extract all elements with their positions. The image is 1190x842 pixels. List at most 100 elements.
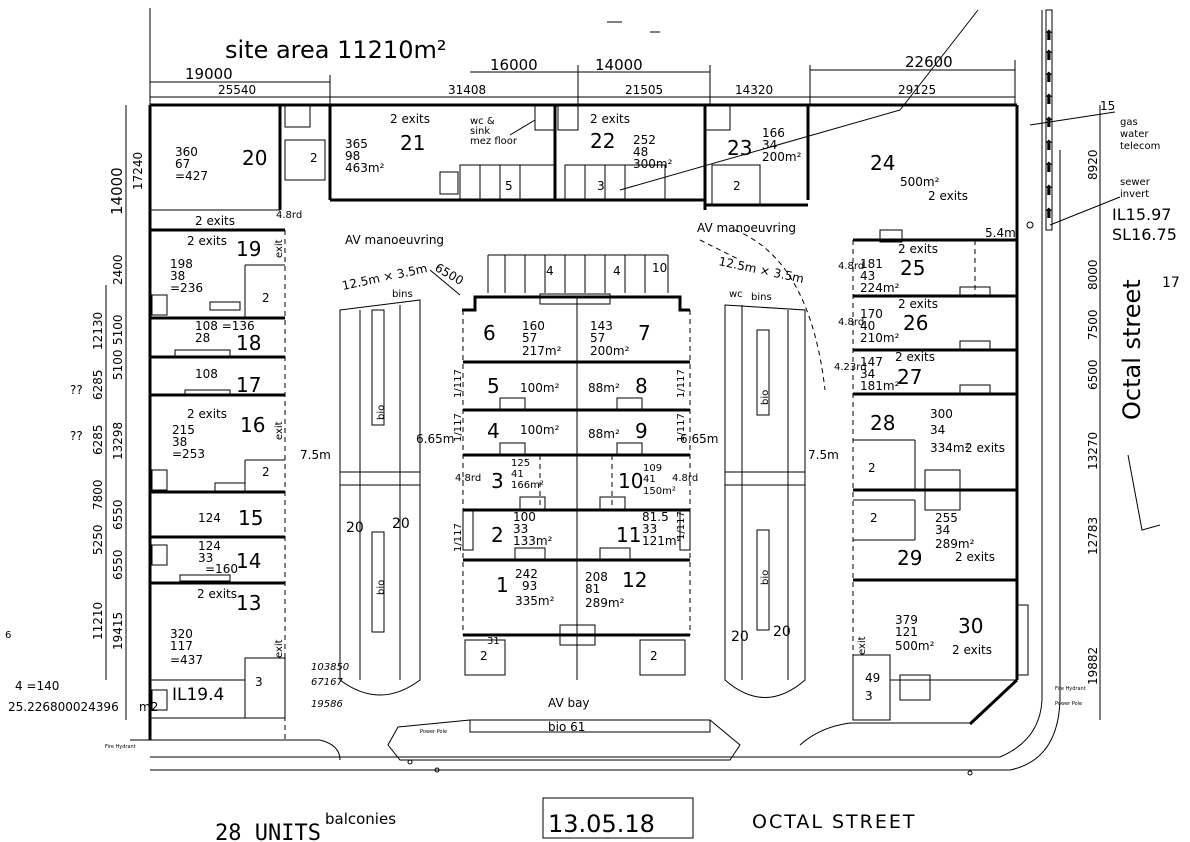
north-arrow [1127, 454, 1161, 531]
unit-14-a: 124 [198, 539, 221, 553]
unit-number-1: 1 [496, 573, 509, 597]
svg-text:bio: bio [376, 405, 387, 420]
svg-text:31: 31 [487, 636, 500, 647]
dim-6550-b: 6550 [111, 549, 125, 580]
left-column-buildings [149, 228, 286, 740]
unit-11-c: 121m² [642, 534, 682, 548]
unit-21-b: 98 [345, 149, 360, 163]
dim-22600: 22600 [905, 53, 953, 71]
unit-number-17: 17 [236, 373, 261, 397]
unit-1-c: 335m² [515, 594, 555, 608]
wc-label: wc [729, 289, 743, 300]
dim-14000: 14000 [595, 56, 643, 74]
unit-17-a: 108 [195, 367, 218, 381]
dim-12130: 12130 [91, 312, 105, 350]
svg-text:20: 20 [731, 629, 749, 645]
unit-6-c: 217m² [522, 344, 562, 358]
width-54: 5.4m [985, 226, 1016, 240]
unit-26-b: 40 [860, 319, 875, 333]
dim-25540: 25540 [218, 83, 256, 97]
svg-text:2 exits: 2 exits [590, 112, 630, 126]
unit-2-b: 33 [513, 522, 528, 536]
unit-number-22: 22 [590, 129, 615, 153]
unit-16-b: 38 [172, 435, 187, 449]
unit-20-a: 360 [175, 145, 198, 159]
svg-text:exit: exit [274, 639, 285, 658]
dim-13298: 13298 [111, 422, 125, 460]
svg-text:2 exits: 2 exits [187, 407, 227, 421]
units-total-label: 28 UNITS [215, 821, 321, 842]
svg-text:3: 3 [865, 689, 873, 703]
parking-numbers: 5 3 2 2 2 2 4 4 10 2 2 2 3 2 3 49 31 [255, 151, 880, 703]
svg-text:exit: exit [274, 421, 285, 440]
av-curve-right [699, 239, 741, 261]
unit-8-a: 88m² [588, 381, 620, 395]
unit-10-a: 109 [643, 463, 662, 474]
octal-street-label: OCTAL STREET [752, 811, 916, 833]
dim-19000: 19000 [185, 65, 233, 83]
wc-sink: wc & [470, 116, 495, 127]
area-19586: 19586 [311, 699, 343, 710]
dim-2400: 2400 [111, 254, 125, 285]
dim-8920: 8920 [1086, 149, 1100, 180]
svg-text:2 exits: 2 exits [895, 350, 935, 364]
unit-2-a: 100 [513, 510, 536, 524]
unit-number-24: 24 [870, 151, 895, 175]
unit-number-20: 20 [242, 146, 267, 170]
unit-number-25: 25 [900, 256, 925, 280]
unit-number-6: 6 [483, 321, 496, 345]
sl-right: SL16.75 [1112, 225, 1177, 244]
svg-text:⬆: ⬆ [1043, 115, 1055, 131]
balconies-label: balconies [325, 810, 396, 828]
unit-3-c: 166m² [511, 480, 544, 491]
unit-28-c: 334m² [930, 441, 970, 455]
unit-28-b: 34 [930, 423, 945, 437]
mez-floor: mez floor [470, 136, 518, 147]
unit-number-9: 9 [635, 419, 648, 443]
site-area-title: site area 11210m² [225, 36, 446, 64]
svg-text:2 exits: 2 exits [898, 297, 938, 311]
sink: sink [470, 126, 490, 137]
bio-strips [319, 299, 970, 761]
unit-3-b: 41 [511, 469, 524, 480]
svg-text:2: 2 [262, 291, 270, 305]
rd-48-b: 4.8rd [455, 473, 481, 484]
dim-12783: 12783 [1086, 517, 1100, 555]
unit-25-c: 224m² [860, 281, 900, 295]
svg-text:exit: exit [274, 239, 285, 258]
unit-7-b: 57 [590, 331, 605, 345]
svg-text:2: 2 [733, 179, 741, 193]
unit-19-a: 198 [170, 257, 193, 271]
svg-text:1/117: 1/117 [453, 523, 464, 552]
av-manoeuvring-right: AV manoeuvring [697, 221, 796, 235]
unit-number-7: 7 [638, 321, 651, 345]
fire-hydrant-right: Fire Hydrant [1055, 686, 1086, 692]
unit-20-b: 67 [175, 157, 190, 171]
service-water: water [1120, 129, 1149, 140]
unit-23-c: 200m² [762, 150, 802, 164]
unit-number-21: 21 [400, 131, 425, 155]
unit-16-a: 215 [172, 423, 195, 437]
unit-number-8: 8 [635, 374, 648, 398]
rd-423: 4.23rd [834, 362, 867, 373]
unit-2-c: 133m² [513, 534, 553, 548]
dim-16000: 16000 [490, 56, 538, 74]
left-dimensions: 14000 17240 2400 12130 5100 5100 6285 62… [5, 105, 145, 720]
svg-text:3: 3 [255, 675, 263, 689]
svg-text:2 exits: 2 exits [928, 189, 968, 203]
street-side-label: Octal street [1118, 279, 1146, 420]
width-665-right: 6.65m [680, 432, 718, 446]
svg-text:⬆: ⬆ [1043, 183, 1055, 199]
unit-26-c: 210m² [860, 331, 900, 345]
misc-six: 6 [5, 630, 11, 641]
unit-20-c: =427 [175, 169, 208, 183]
unit-25-a: 181 [860, 257, 883, 271]
sewer-point [1026, 221, 1034, 229]
unit-11-a: 81.5 [642, 510, 669, 524]
il-left: IL19.4 [172, 685, 224, 705]
unit-18-a: 108 =136 [195, 319, 255, 333]
unit-23-b: 34 [762, 138, 777, 152]
unit-29-b: 34 [935, 523, 950, 537]
unit-30-c: 500m² [895, 639, 935, 653]
